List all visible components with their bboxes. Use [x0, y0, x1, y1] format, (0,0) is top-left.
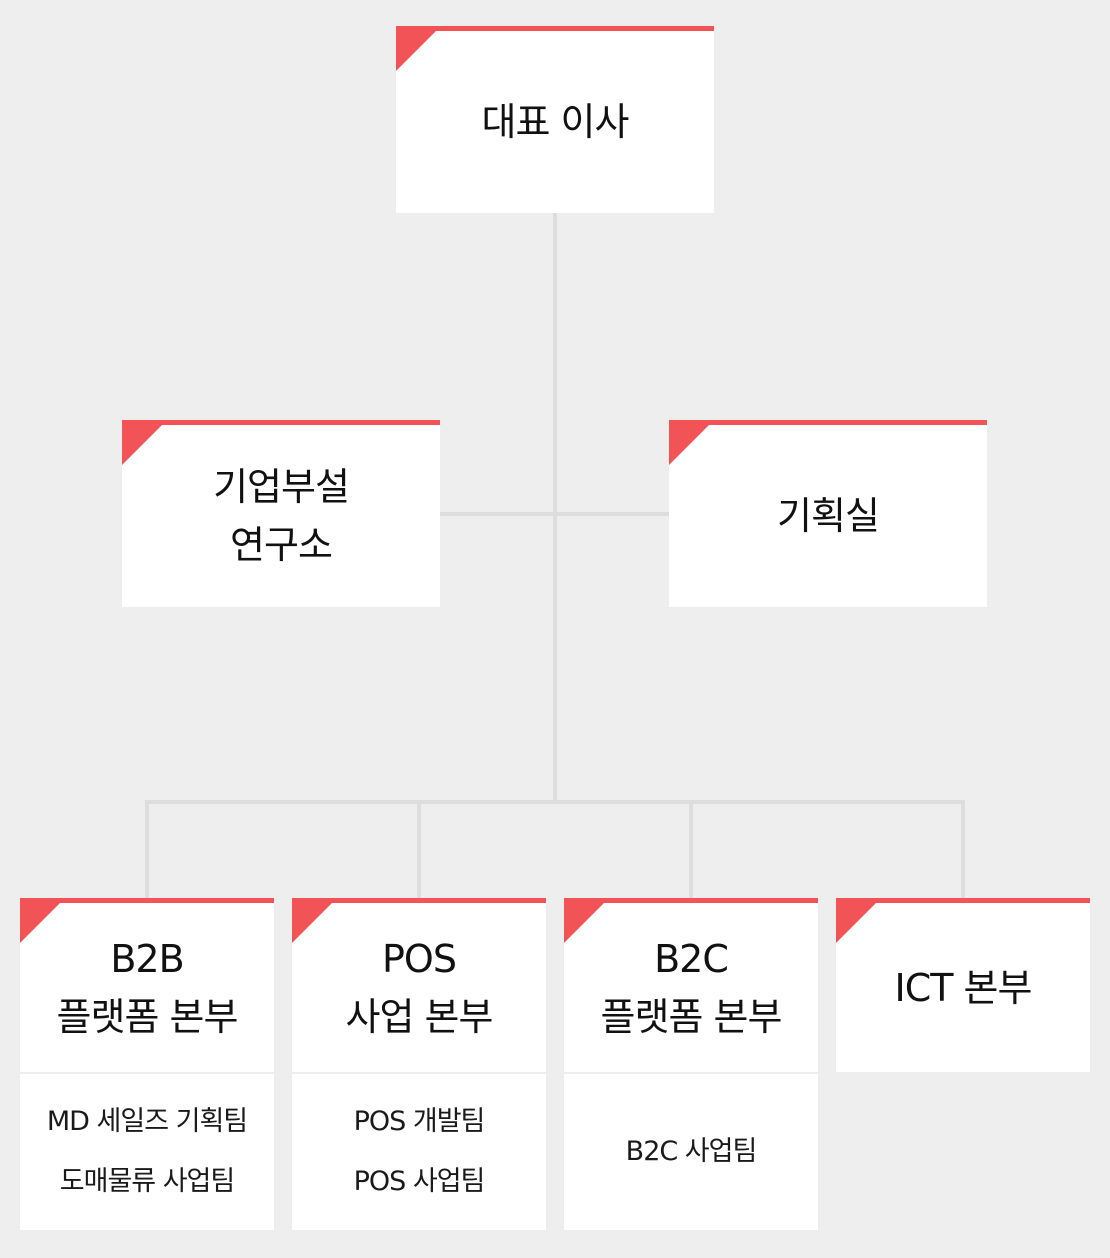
planning-label: 기획실 [777, 494, 880, 538]
unit-pos-header: POS 사업 본부 [292, 898, 546, 1072]
ceo-label: 대표 이사 [481, 100, 630, 144]
team-item: POS 사업팀 [353, 1166, 486, 1197]
rnd-label-line1: 기업부설 [213, 465, 350, 509]
corner-accent-mark [396, 30, 437, 71]
unit-pos-team-list: POS 개발팀 POS 사업팀 [292, 1074, 546, 1230]
unit-ict-label: ICT 본부 [894, 965, 1033, 1010]
ceo-box: 대표 이사 [396, 26, 714, 213]
unit-b2b-team-list: MD 세일즈 기획팀 도매물류 사업팀 [20, 1074, 274, 1230]
unit-b2c-header: B2C 플랫폼 본부 [564, 898, 818, 1072]
corner-accent-mark [292, 902, 333, 943]
rnd-center-box: 기업부설 연구소 [122, 420, 440, 607]
unit-pos-label-line1: POS [382, 936, 457, 981]
rnd-label-line2: 연구소 [230, 523, 333, 567]
unit-b2b-header: B2B 플랫폼 본부 [20, 898, 274, 1072]
unit-b2c-label-line2: 플랫폼 본부 [600, 994, 783, 1039]
corner-accent-mark [836, 902, 877, 943]
unit-pos-label-line2: 사업 본부 [345, 994, 494, 1039]
unit-b2b-label-line1: B2B [110, 936, 184, 981]
corner-accent-mark [564, 902, 605, 943]
corner-accent-mark [122, 424, 163, 465]
team-item: POS 개발팀 [353, 1106, 486, 1137]
unit-b2c-team-list: B2C 사업팀 [564, 1074, 818, 1230]
corner-accent-mark [20, 902, 61, 943]
team-item: B2C 사업팀 [625, 1136, 758, 1167]
corner-accent-mark [669, 424, 710, 465]
team-item: MD 세일즈 기획팀 [46, 1106, 248, 1137]
unit-b2c-label-line1: B2C [654, 936, 729, 981]
team-item: 도매물류 사업팀 [59, 1166, 235, 1197]
unit-b2b-label-line2: 플랫폼 본부 [56, 994, 239, 1039]
unit-ict-header: ICT 본부 [836, 898, 1090, 1072]
planning-office-box: 기획실 [669, 420, 987, 607]
